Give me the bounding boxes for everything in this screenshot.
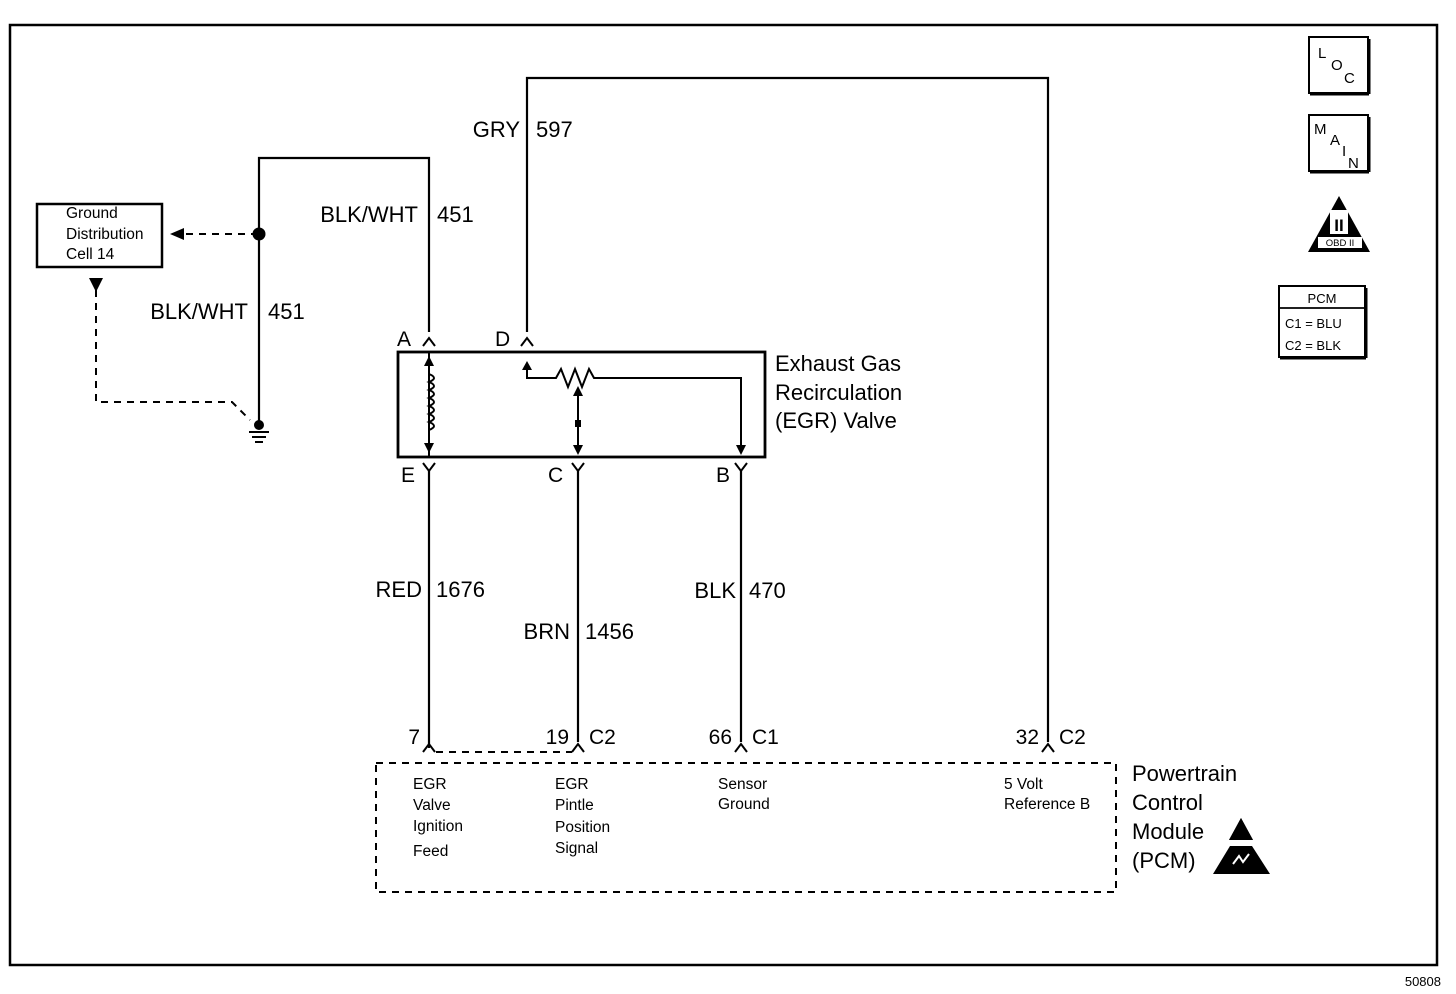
ground-path-dashed xyxy=(95,290,251,421)
ground-distribution-block[interactable]: Ground Distribution Cell 14 xyxy=(35,202,164,269)
egr-pin-a: A xyxy=(397,328,436,351)
svg-text:Feed: Feed xyxy=(413,843,448,860)
pcm-pin-7: 7 xyxy=(408,726,436,753)
egr-pin-d: D xyxy=(495,328,534,351)
svg-text:C: C xyxy=(1344,70,1355,87)
svg-text:II: II xyxy=(1334,216,1343,235)
egr-pin-b: B xyxy=(716,462,748,487)
svg-text:19: 19 xyxy=(546,726,569,749)
svg-text:C1: C1 xyxy=(752,726,779,749)
svg-text:1456: 1456 xyxy=(585,619,634,644)
svg-text:BLK: BLK xyxy=(694,578,736,603)
svg-text:B: B xyxy=(716,464,730,487)
pcm-block[interactable] xyxy=(375,762,1117,893)
arrow-down-icon xyxy=(89,278,103,292)
label-gry-597: GRY 597 xyxy=(473,117,573,142)
svg-text:(PCM): (PCM) xyxy=(1132,848,1196,873)
svg-text:N: N xyxy=(1348,155,1359,172)
ground-block-line3: Cell 14 xyxy=(66,246,115,263)
svg-text:Exhaust Gas: Exhaust Gas xyxy=(775,351,901,376)
svg-text:451: 451 xyxy=(268,299,305,324)
pcm-func-pintle: EGR Pintle Position Signal xyxy=(555,776,610,857)
svg-text:597: 597 xyxy=(536,117,573,142)
svg-text:7: 7 xyxy=(408,726,420,749)
svg-text:(EGR) Valve: (EGR) Valve xyxy=(775,408,897,433)
svg-text:Module: Module xyxy=(1132,819,1204,844)
svg-text:BLK/WHT: BLK/WHT xyxy=(150,299,248,324)
svg-text:D: D xyxy=(495,328,510,351)
svg-text:EGR: EGR xyxy=(413,776,447,793)
figure-number: 50808 xyxy=(1405,974,1441,989)
svg-text:RED: RED xyxy=(376,577,422,602)
pcm-func-egr-feed: EGR Valve Ignition Feed xyxy=(413,776,463,860)
label-blk-470: BLK 470 xyxy=(694,578,785,603)
pcm-func-ref-b: 5 Volt Reference B xyxy=(1004,776,1090,813)
loc-icon[interactable]: L O C xyxy=(1308,36,1371,96)
svg-text:C2 = BLK: C2 = BLK xyxy=(1285,338,1341,353)
svg-text:Pintle: Pintle xyxy=(555,797,594,814)
potentiometer-icon xyxy=(526,365,742,450)
ground-block-line1: Ground xyxy=(66,205,118,222)
svg-text:Recirculation: Recirculation xyxy=(775,380,902,405)
ground-block-line2: Distribution xyxy=(66,226,144,243)
solenoid-coil-icon xyxy=(426,373,435,431)
svg-text:PCM: PCM xyxy=(1308,291,1337,306)
pcm-label: Powertrain Control Module (PCM) xyxy=(1132,761,1237,873)
svg-text:C2: C2 xyxy=(589,726,616,749)
svg-text:GRY: GRY xyxy=(473,117,521,142)
ground-symbol-icon xyxy=(249,420,269,443)
svg-text:5 Volt: 5 Volt xyxy=(1004,776,1043,793)
svg-text:Control: Control xyxy=(1132,790,1203,815)
svg-text:E: E xyxy=(401,464,415,487)
svg-text:I: I xyxy=(1342,143,1346,160)
svg-text:Position: Position xyxy=(555,819,610,836)
obd-ii-icon[interactable]: II OBD II xyxy=(1308,196,1370,252)
svg-text:Reference B: Reference B xyxy=(1004,796,1090,813)
svg-text:O: O xyxy=(1331,57,1343,74)
egr-valve[interactable] xyxy=(396,350,767,459)
svg-text:A: A xyxy=(1330,132,1340,149)
svg-text:M: M xyxy=(1314,121,1327,138)
svg-text:OBD II: OBD II xyxy=(1326,238,1355,249)
svg-text:451: 451 xyxy=(437,202,474,227)
svg-text:C1 = BLU: C1 = BLU xyxy=(1285,316,1342,331)
svg-text:BRN: BRN xyxy=(524,619,570,644)
svg-text:32: 32 xyxy=(1016,726,1039,749)
svg-text:C: C xyxy=(548,464,563,487)
egr-valve-label: Exhaust Gas Recirculation (EGR) Valve xyxy=(775,351,902,433)
svg-text:Ignition: Ignition xyxy=(413,818,463,835)
svg-text:C2: C2 xyxy=(1059,726,1086,749)
arrow-left-icon xyxy=(170,228,184,240)
svg-text:BLK/WHT: BLK/WHT xyxy=(320,202,418,227)
label-red-1676: RED 1676 xyxy=(376,577,485,602)
svg-text:Powertrain: Powertrain xyxy=(1132,761,1237,786)
pcm-pin-32: 32 C2 xyxy=(1016,726,1086,753)
svg-text:A: A xyxy=(397,328,411,351)
svg-text:Signal: Signal xyxy=(555,840,598,857)
label-brn-1456: BRN 1456 xyxy=(524,619,634,644)
svg-text:66: 66 xyxy=(709,726,732,749)
svg-text:L: L xyxy=(1318,45,1326,62)
label-blk-wht-451-lower: BLK/WHT 451 xyxy=(150,299,305,324)
wire-blk-wht-451[interactable] xyxy=(257,156,431,424)
diagram-frame xyxy=(8,23,1439,967)
pcm-connector-legend: PCM C1 = BLU C2 = BLK xyxy=(1278,285,1368,360)
svg-text:1676: 1676 xyxy=(436,577,485,602)
main-icon[interactable]: M A I N xyxy=(1308,114,1371,174)
svg-text:Valve: Valve xyxy=(413,797,451,814)
svg-text:470: 470 xyxy=(749,578,786,603)
pcm-pin-66: 66 C1 xyxy=(709,726,779,753)
svg-text:Ground: Ground xyxy=(718,796,770,813)
pcm-func-sensor-ground: Sensor Ground xyxy=(718,776,770,813)
svg-text:EGR: EGR xyxy=(555,776,589,793)
splice-dot xyxy=(252,227,266,241)
label-blk-wht-451-upper: BLK/WHT 451 xyxy=(320,202,474,227)
esd-icon xyxy=(1213,818,1270,874)
pcm-pin-19: 19 C2 xyxy=(546,726,616,753)
wire-gry-597[interactable] xyxy=(525,76,1050,742)
svg-text:Sensor: Sensor xyxy=(718,776,767,793)
